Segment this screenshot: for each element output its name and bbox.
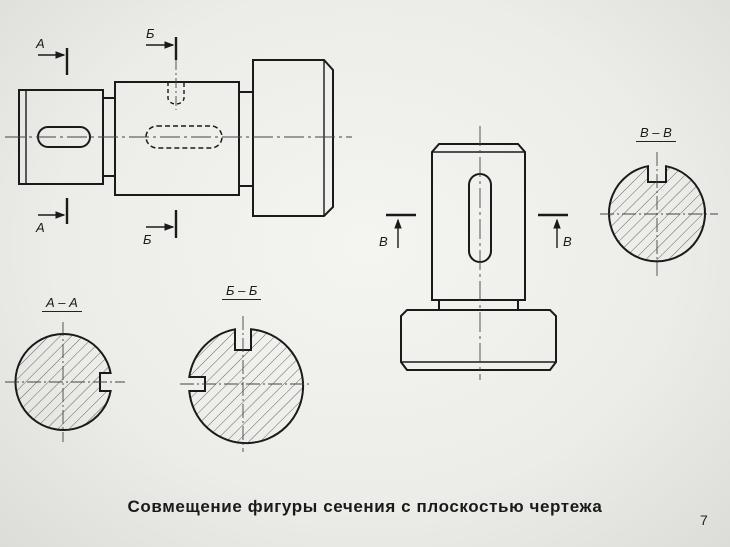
cut-marker-b	[146, 37, 178, 238]
section-title-b: Б – Б	[222, 283, 262, 300]
shaft-middle-body	[114, 81, 240, 196]
hidden-hole	[167, 82, 185, 105]
vertical-base	[400, 309, 557, 371]
section-title-a: А – А	[42, 295, 82, 312]
cut-label-v-right: В	[563, 234, 572, 249]
page-number: 7	[700, 512, 708, 528]
vertical-shaft	[431, 143, 526, 301]
cut-label-b-top: Б	[146, 26, 155, 41]
section-b-b	[180, 316, 312, 452]
cut-marker-a	[38, 48, 69, 224]
shaft-neck-right	[238, 91, 254, 187]
shaft-side-view	[18, 59, 334, 217]
vertical-neck	[438, 299, 519, 311]
section-a-a	[5, 322, 125, 442]
hidden-keyway	[145, 125, 223, 149]
vertical-keyway-slot	[468, 173, 492, 263]
section-v-v	[600, 152, 718, 276]
cut-label-a-top: А	[36, 36, 45, 51]
cut-label-v-left: В	[379, 234, 388, 249]
section-title-v: В – В	[636, 125, 676, 142]
shaft-right-head	[252, 59, 334, 217]
cut-label-a-bottom: А	[36, 220, 45, 235]
slide-caption: Совмещение фигуры сечения с плоскостью ч…	[127, 497, 603, 516]
cut-label-b-bottom: Б	[143, 232, 152, 247]
vertical-part-view	[400, 143, 557, 371]
cut-marker-v	[386, 213, 568, 248]
